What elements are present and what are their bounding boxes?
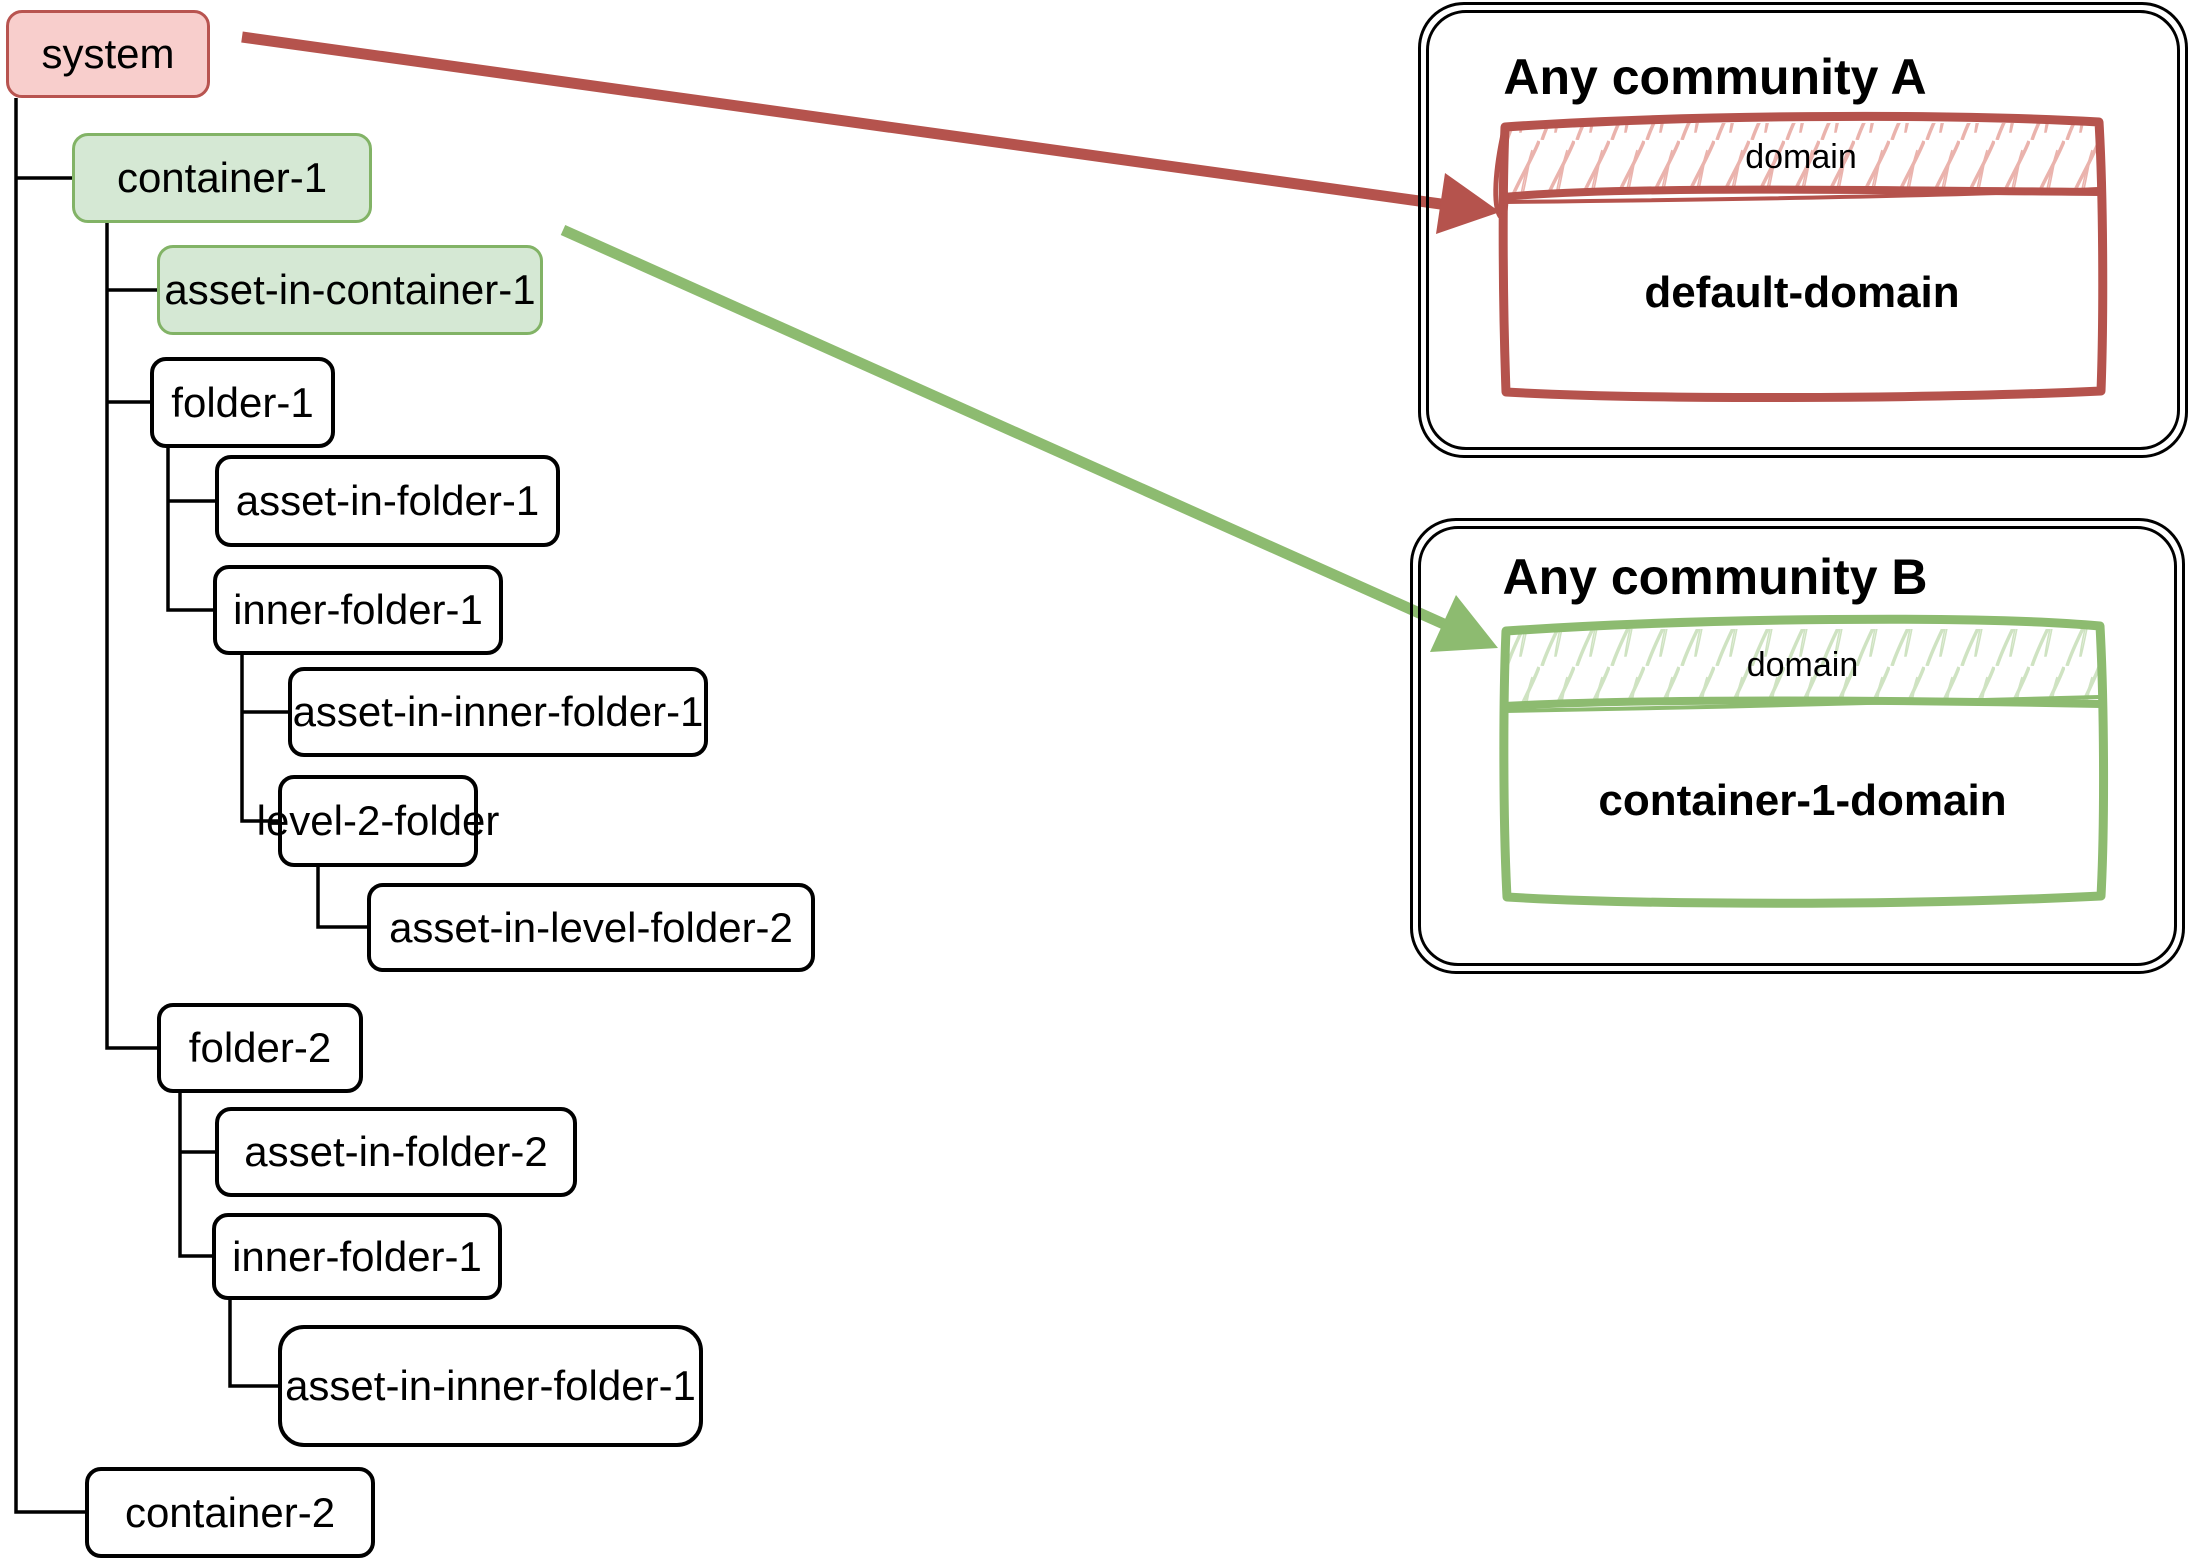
connector-inner-folder-1b-asset-in-inner-folder-1b bbox=[228, 1300, 278, 1388]
tree-node-system: system bbox=[6, 10, 210, 98]
connector-system-container-2 bbox=[14, 98, 85, 1514]
community-a-domain-name: default-domain bbox=[1644, 267, 1960, 317]
tree-node-asset-in-inner-folder-1-b: asset-in-inner-folder-1 bbox=[278, 1325, 703, 1447]
default-domain-hatch-band bbox=[1503, 123, 2100, 193]
tree-node-level-2-folder: level-2-folder bbox=[257, 775, 499, 867]
tree-node-folder-1: folder-1 bbox=[150, 357, 335, 448]
community-b-domain-name: container-1-domain bbox=[1598, 775, 2007, 825]
default-domain-sketch-rect bbox=[1493, 111, 2108, 403]
community-a-title: Any community A bbox=[1503, 49, 1927, 105]
tree-connectors bbox=[14, 98, 367, 1514]
tree-node-inner-folder-1-b: inner-folder-1 bbox=[212, 1213, 502, 1300]
connector-container-1-folder-2 bbox=[105, 223, 157, 1050]
tree-node-inner-folder-1: inner-folder-1 bbox=[213, 565, 503, 655]
community-b-inner-border bbox=[1418, 526, 2177, 966]
community-b-domain-band-label: domain bbox=[1746, 645, 1859, 684]
community-b-box bbox=[1410, 518, 2185, 974]
container-1-domain-sketch-rect bbox=[1499, 614, 2109, 908]
tree-node-asset-in-container-1: asset-in-container-1 bbox=[157, 245, 543, 335]
tree-node-container-1: container-1 bbox=[72, 133, 372, 223]
community-a-domain-band-label: domain bbox=[1745, 138, 1857, 176]
community-b-title: Any community B bbox=[1502, 549, 1928, 605]
container-1-domain-hatch-band bbox=[1504, 629, 2101, 703]
tree-node-asset-in-inner-folder-1: asset-in-inner-folder-1 bbox=[288, 667, 708, 757]
community-a-inner-border bbox=[1426, 10, 2180, 450]
tree-node-asset-in-level-folder-2: asset-in-level-folder-2 bbox=[367, 883, 815, 972]
tree-node-container-2: container-2 bbox=[85, 1467, 375, 1558]
container-1-to-container-1-domain-arrow bbox=[560, 224, 1498, 652]
system-to-default-domain-arrow bbox=[241, 31, 1500, 234]
tree-node-asset-in-folder-1: asset-in-folder-1 bbox=[215, 455, 560, 547]
connector-level-2-folder-asset-in-level-folder-2 bbox=[316, 867, 367, 929]
connector-folder-1-inner-folder-1 bbox=[166, 448, 213, 612]
tree-node-asset-in-folder-2: asset-in-folder-2 bbox=[215, 1107, 577, 1197]
community-a-box bbox=[1418, 2, 2188, 458]
connector-folder-2-inner-folder-1b bbox=[178, 1093, 212, 1258]
tree-node-folder-2: folder-2 bbox=[157, 1003, 363, 1093]
